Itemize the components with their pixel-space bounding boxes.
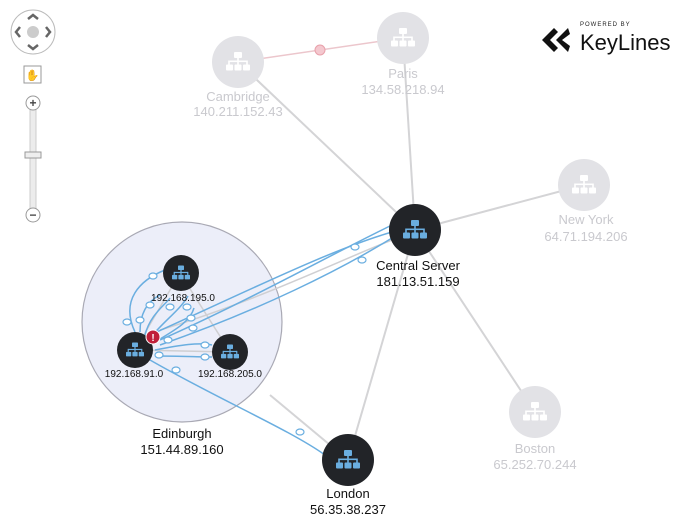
node-paris[interactable]: Paris 134.58.218.94: [361, 12, 445, 97]
zoom-handle[interactable]: [24, 151, 42, 159]
pan-up-icon[interactable]: [27, 13, 39, 20]
edge-cambridge-central[interactable]: [237, 61, 416, 231]
edge-paris-central[interactable]: [402, 37, 416, 231]
plus-icon: +: [29, 96, 36, 110]
edge-boston-central[interactable]: [414, 229, 536, 413]
combo-edinburgh[interactable]: [81, 221, 283, 423]
pan-down-icon[interactable]: [27, 44, 39, 51]
node-ip: 134.58.218.94: [361, 82, 444, 97]
node-192-168-195-0[interactable]: 192.168.195.0: [151, 255, 215, 304]
node-label: New York: [559, 212, 614, 227]
node-new-york[interactable]: New York 64.71.194.206: [544, 159, 628, 244]
node-ip: 64.71.194.206: [544, 229, 627, 244]
logo-powered-by: POWERED BY: [580, 22, 631, 28]
node-label: Central Server: [376, 258, 460, 273]
node-label: Cambridge: [206, 89, 270, 104]
node-192-168-205-0[interactable]: 192.168.205.0: [198, 334, 262, 380]
minus-icon: −: [29, 208, 36, 222]
node-ip: 65.252.70.244: [493, 457, 576, 472]
node-ip: 192.168.195.0: [151, 293, 215, 304]
zoom-in-button[interactable]: +: [25, 95, 41, 111]
hand-tool-button[interactable]: ✋: [23, 65, 42, 84]
node-label: Paris: [388, 66, 418, 81]
keylines-logo: POWERED BY KeyLines: [540, 22, 680, 62]
node-ip: 181.13.51.159: [376, 274, 459, 289]
pan-left-icon[interactable]: [14, 26, 21, 38]
pan-right-icon[interactable]: [45, 26, 52, 38]
combo-label: Edinburgh 151.44.89.160: [140, 426, 223, 457]
node-ip: 192.168.91.0: [105, 369, 164, 380]
hand-icon: ✋: [26, 69, 40, 82]
node-192-168-91-0[interactable]: 192.168.91.0: [105, 332, 164, 380]
node-ip: 56.35.38.237: [310, 502, 386, 517]
node-label: Boston: [515, 441, 555, 456]
node-ip: 140.211.152.43: [193, 104, 282, 119]
edge-glyph: [314, 44, 326, 56]
edge-newyork-central[interactable]: [414, 184, 585, 231]
node-ip: 192.168.205.0: [198, 369, 262, 380]
link-glyphs: [122, 243, 367, 436]
node-ip: 151.44.89.160: [140, 442, 223, 457]
pan-center-icon[interactable]: [27, 26, 39, 38]
edges: [237, 37, 585, 461]
zoom-track[interactable]: [29, 109, 37, 211]
alert-icon: !: [151, 333, 154, 344]
edge-london-central[interactable]: [347, 229, 416, 461]
zoom-out-button[interactable]: −: [25, 207, 41, 223]
pan-control[interactable]: [10, 9, 56, 55]
logo-name: KeyLines: [580, 30, 671, 55]
node-label: Edinburgh: [152, 426, 211, 441]
node-label: London: [326, 486, 369, 501]
node-boston[interactable]: Boston 65.252.70.244: [493, 386, 577, 472]
keylines-logo-icon: [542, 28, 570, 52]
node-central-server[interactable]: Central Server 181.13.51.159: [376, 204, 461, 289]
alert-badge: !: [145, 329, 161, 345]
zoom-slider[interactable]: + −: [24, 95, 42, 223]
node-cambridge[interactable]: Cambridge 140.211.152.43: [193, 36, 283, 119]
node-london[interactable]: London 56.35.38.237: [310, 434, 386, 517]
